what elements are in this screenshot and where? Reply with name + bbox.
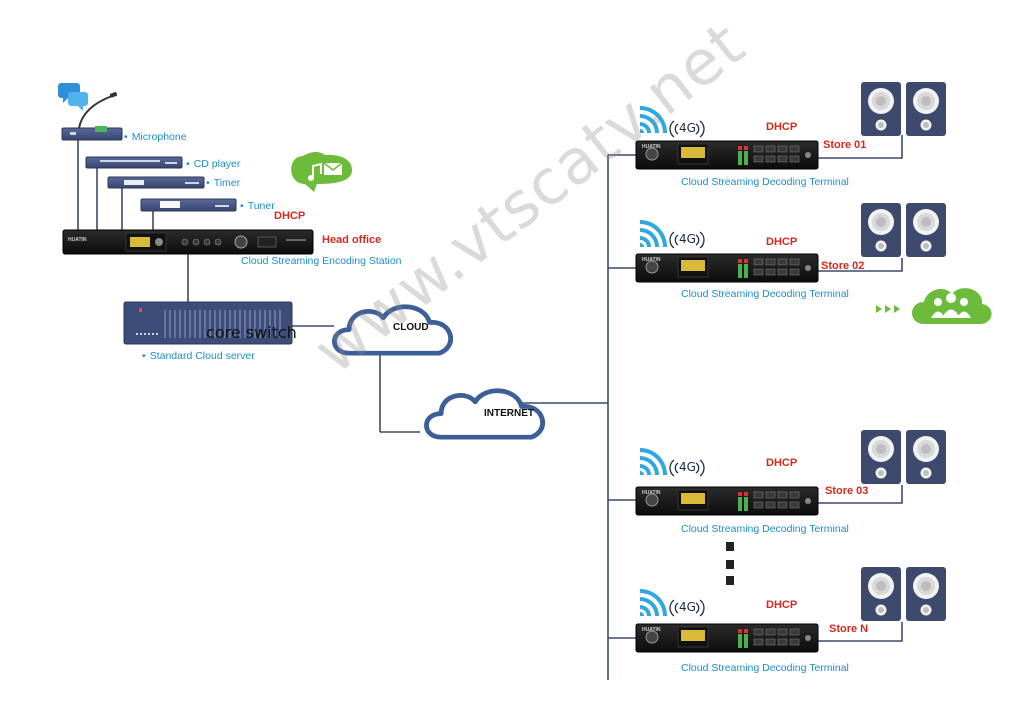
store-01-label: Store 01 [823, 139, 867, 151]
terminal-2-signal: 4G [679, 232, 696, 246]
terminal-n-label: Cloud Streaming Decoding Terminal [681, 662, 849, 674]
arrows-icon [876, 305, 900, 313]
microphone-device [61, 92, 123, 141]
terminal-n-signal: 4G [679, 600, 696, 614]
timer-label: Timer [206, 178, 240, 189]
terminal-2-dhcp: DHCP [766, 236, 798, 248]
terminal-store-02 [635, 220, 819, 283]
cloud-server-label: Standard Cloud server [142, 351, 255, 362]
tuner-device [140, 198, 237, 212]
more-terminals-ellipsis [726, 542, 734, 585]
speaker-icon [861, 567, 946, 621]
cloud-label: CLOUD [393, 322, 429, 333]
terminal-3-signal: 4G [679, 460, 696, 474]
speaker-icon [861, 82, 946, 136]
encoding-station-device [62, 229, 314, 255]
timer-device [107, 176, 205, 189]
cd-player-device [85, 156, 183, 169]
encoding-station-label: Cloud Streaming Encoding Station [241, 255, 402, 267]
store-03-label: Store 03 [825, 485, 869, 497]
terminal-1-signal: 4G [679, 121, 696, 135]
terminal-1-label: Cloud Streaming Decoding Terminal [681, 176, 849, 188]
internet-label: INTERNET [484, 408, 534, 419]
tuner-label: Tuner [240, 201, 275, 212]
terminal-1-dhcp: DHCP [766, 121, 798, 133]
music-message-icon [291, 152, 352, 192]
speaker-icon [861, 430, 946, 484]
store-n-label: Store N [829, 623, 869, 635]
connection-lines [77, 135, 903, 680]
cloud-server-device [123, 301, 293, 345]
users-cloud-icon [912, 288, 992, 324]
microphone-label: Microphone [124, 132, 187, 143]
terminal-3-brand: HUATIN [642, 490, 661, 496]
store-02-label: Store 02 [821, 260, 865, 272]
chat-icon [58, 83, 88, 111]
terminal-1-brand: HUATIN [642, 144, 661, 150]
terminal-n-brand: HUATIN [642, 627, 661, 633]
terminal-3-dhcp: DHCP [766, 457, 798, 469]
head-office-dhcp: DHCP [274, 210, 306, 222]
terminal-n-dhcp: DHCP [766, 599, 798, 611]
terminal-2-brand: HUATIN [642, 257, 661, 263]
encoder-brand: HUATIN [68, 237, 87, 243]
speaker-icon [861, 203, 946, 257]
core-switch-label: core switch [206, 323, 297, 342]
terminal-3-label: Cloud Streaming Decoding Terminal [681, 523, 849, 535]
terminal-2-label: Cloud Streaming Decoding Terminal [681, 288, 849, 300]
head-office-label: Head office [322, 234, 382, 246]
cd-player-label: CD player [186, 159, 241, 170]
